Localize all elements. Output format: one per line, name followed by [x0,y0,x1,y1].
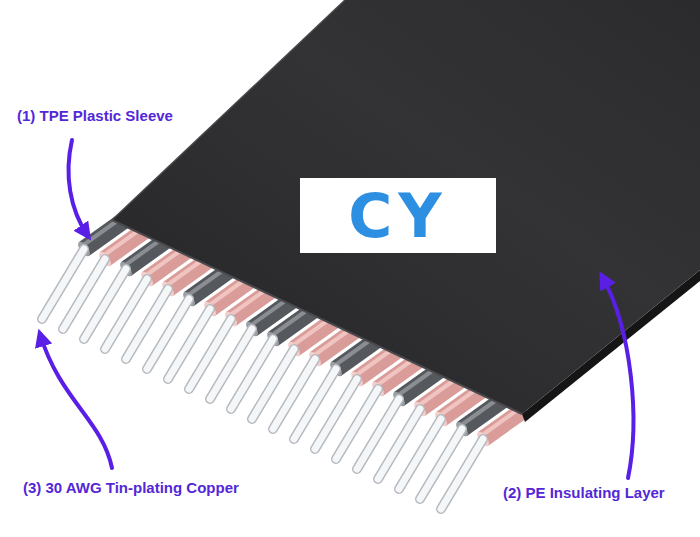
pointer-arrow [602,276,633,478]
pointer-arrow [69,140,88,236]
brand-logo: CY [300,178,496,253]
callout-label: (2) PE Insulating Layer [500,483,668,503]
pe-jacket [112,0,700,414]
callout-label: (1) TPE Plastic Sleeve [14,106,176,126]
callout-label: (3) 30 AWG Tin-plating Copper [20,478,242,498]
pointer-arrow [40,334,112,468]
